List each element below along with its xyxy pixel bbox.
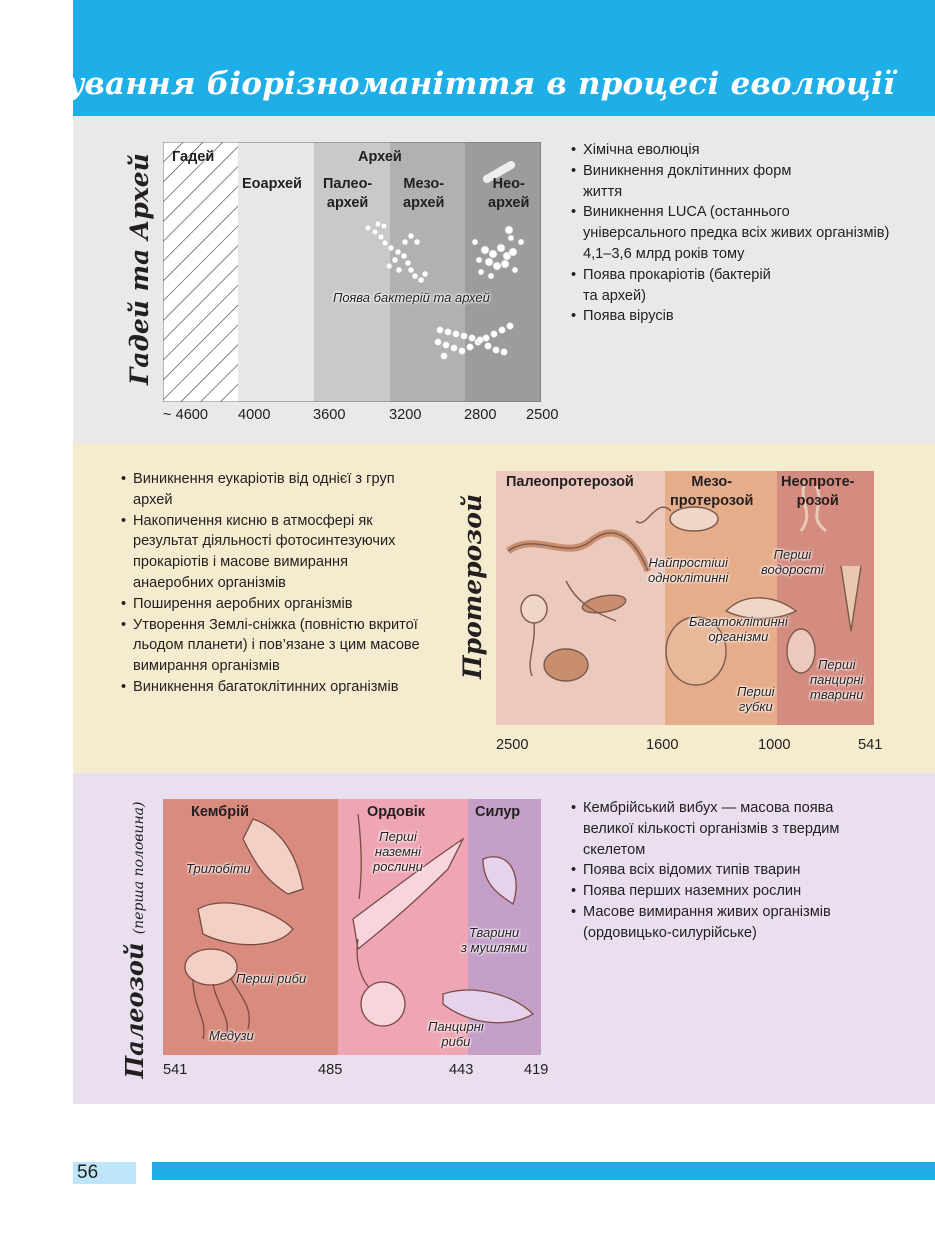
tick-541: 541	[163, 1062, 188, 1078]
page-title: Формування біорізноманіття в процесі ево…	[0, 66, 895, 102]
paleozoic-label: Палеозой	[120, 942, 149, 1079]
era-hadean: Гадей	[172, 149, 215, 165]
era-cambrian: Кембрій	[191, 804, 250, 820]
caption-first-fish: Перші риби	[236, 971, 307, 986]
tick-3200: 3200	[389, 407, 422, 423]
section-side-label: Гадей та Архей	[125, 153, 154, 385]
tick-419: 419	[524, 1062, 549, 1078]
list-item: Поява перших наземних рослин	[571, 881, 891, 902]
footer-bar	[152, 1162, 935, 1180]
list-item: Виникнення багатоклітинних організмів	[121, 677, 418, 698]
list-item: Виникнення еукаріотів від однієї з груп …	[121, 469, 413, 511]
era-mesoproterozoic: Мезо- протерозой	[670, 474, 754, 509]
tick-3600: 3600	[313, 407, 346, 423]
neoproterozoic-band	[777, 471, 874, 725]
caption-protists: Найпростіші одноклітинні	[648, 555, 729, 585]
caption-trilobites: Трилобіти	[186, 861, 251, 876]
paleozoic-chart-graphic	[163, 799, 541, 1055]
caption-first-land-plants: Перші наземні рослини	[373, 829, 423, 874]
tick-1000: 1000	[758, 737, 791, 753]
eoarchean-band	[238, 142, 314, 402]
paleozoic-label-note: (перша половина)	[131, 801, 147, 935]
tick-1600: 1600	[646, 737, 679, 753]
title-banner: Формування біорізноманіття в процесі ево…	[0, 0, 935, 116]
proterozoic-bullet-list: Виникнення еукаріотів від однієї з груп …	[121, 469, 426, 698]
list-item: Поява всіх відомих типів тварин	[571, 860, 891, 881]
caption-armored-fish: Панцирні риби	[428, 1019, 484, 1049]
tick-2800: 2800	[464, 407, 497, 423]
era-neoarchean: Нео- архей	[488, 176, 530, 211]
archean-bullet-list: Хімічна еволюція Виникнення доклітинних …	[571, 140, 891, 327]
organisms-illustration	[505, 480, 862, 686]
list-item: Хімічна еволюція	[571, 140, 891, 161]
era-neoproterozoic: Неопроте- розой	[781, 474, 855, 509]
paleoarchean-band	[314, 142, 390, 402]
tick-2500: 2500	[526, 407, 559, 423]
tick-485: 485	[318, 1062, 343, 1078]
list-item: Виникнення доклітинних форм життя	[571, 161, 793, 203]
era-eoarchean: Еоархей	[242, 176, 302, 192]
list-item: Утворення Землі-сніжка (повністю вкритої…	[121, 615, 433, 677]
tick-443: 443	[449, 1062, 474, 1078]
proterozoic-timeline-chart: Палеопротерозой Мезо- протерозой Неопрот…	[496, 471, 874, 725]
list-item: Виникнення LUCA (останнього універсально…	[571, 202, 891, 264]
era-ordovician: Ордовік	[367, 804, 426, 820]
rod-bacterium-illustration	[482, 161, 516, 184]
caption-shelled-animals: Тварини з мушлями	[461, 925, 528, 955]
tick-541: 541	[858, 737, 883, 753]
archean-chart-graphic	[163, 142, 541, 402]
paleozoic-bullet-list: Кембрійський вибух — масова поява велико…	[571, 798, 891, 944]
tick-4000: 4000	[238, 407, 271, 423]
list-item: Кембрійський вибух — масова поява велико…	[571, 798, 883, 860]
neoarchean-band	[465, 142, 541, 402]
archean-timeline-chart: Гадей Архей Еоархей Палео- архей Мезо- а…	[163, 142, 541, 402]
list-item: Поява прокаріотів (бактерій та архей)	[571, 265, 773, 307]
fossils-illustration	[184, 813, 535, 1040]
era-archean: Архей	[358, 149, 402, 165]
era-silurian: Силур	[475, 804, 521, 820]
paleozoic-timeline-chart: Кембрій Ордовік Силур Трилобіти Перші ри…	[163, 799, 541, 1055]
paleoproterozoic-band	[496, 471, 665, 725]
page-number: 56	[73, 1162, 136, 1184]
section-side-label: Палеозой (перша половина)	[120, 790, 150, 1090]
caption-bacteria-archaea: Поява бактерій та архей	[333, 290, 490, 305]
hadean-band	[163, 142, 238, 402]
list-item: Накопичення кисню в атмосфері як результ…	[121, 511, 428, 594]
list-item: Поширення аеробних організмів	[121, 594, 426, 615]
era-mesoarchean: Мезо- архей	[403, 176, 445, 211]
tick-2500: 2500	[496, 737, 529, 753]
caption-first-armored-animals: Перші панцирні тварини	[810, 657, 864, 702]
caption-first-algae: Перші водорості	[761, 547, 824, 577]
caption-first-sponges: Перші губки	[737, 684, 775, 714]
list-item: Поява вірусів	[571, 306, 891, 327]
proterozoic-chart-graphic	[496, 471, 874, 725]
bacteria-illustration	[364, 220, 525, 360]
era-paleoarchean: Палео- архей	[323, 176, 373, 211]
caption-multicellular: Багатоклітинні організми	[689, 614, 788, 644]
era-paleoproterozoic: Палеопротерозой	[506, 474, 634, 490]
tick-4600: ~ 4600	[163, 407, 209, 423]
list-item: Масове вимирання живих організмів (ордов…	[571, 902, 903, 944]
section-side-label: Протерозой	[458, 493, 487, 679]
caption-jellyfish: Медузи	[209, 1028, 254, 1043]
